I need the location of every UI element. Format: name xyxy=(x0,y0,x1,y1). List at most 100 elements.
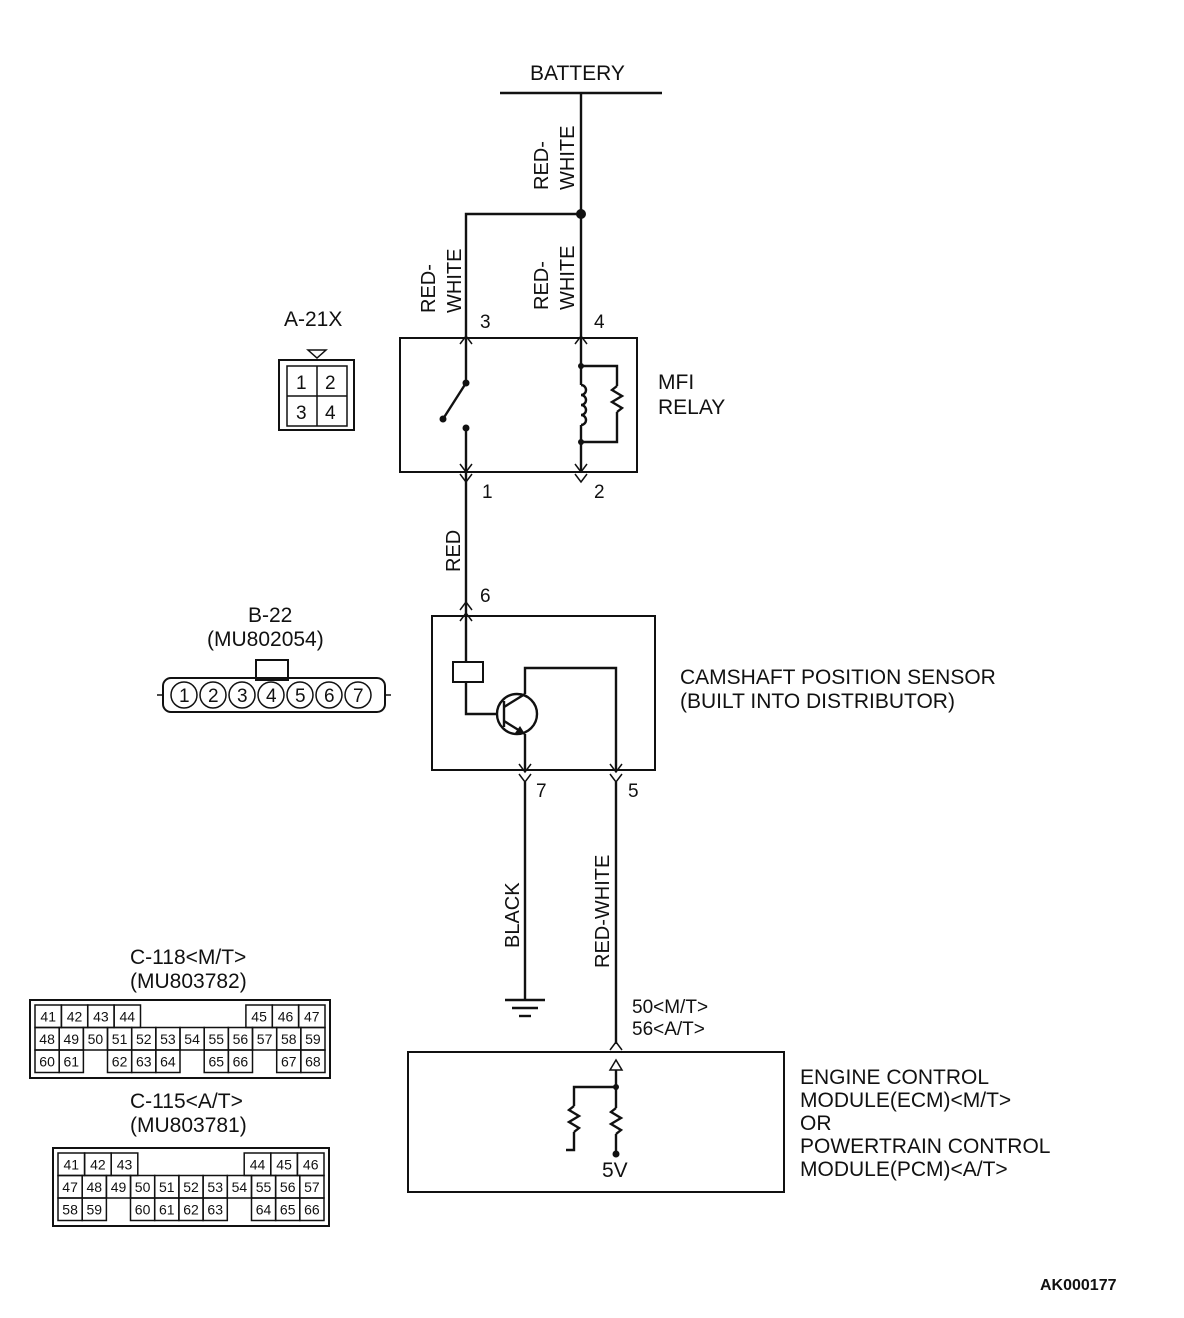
c115-pin-label: 63 xyxy=(207,1202,223,1218)
camshaft-sensor-label-2: (BUILT INTO DISTRIBUTOR) xyxy=(680,690,955,713)
wire-color-red: RED xyxy=(443,530,465,572)
c115-pin-label: 48 xyxy=(87,1179,103,1195)
relay-pin4-arrow xyxy=(574,334,588,345)
wire-color-battery-feed-1: RED- xyxy=(531,141,553,190)
camshaft-sensor-label-1: CAMSHAFT POSITION SENSOR xyxy=(680,666,996,689)
c118-pin-label: 67 xyxy=(281,1054,297,1070)
battery-label: BATTERY xyxy=(530,62,625,85)
c115-pin-label: 44 xyxy=(250,1157,266,1173)
c118-pin-cell xyxy=(300,1049,326,1074)
relay-node-dot xyxy=(578,439,584,445)
c115-pin-cell xyxy=(81,1197,108,1222)
a21x-connector-face xyxy=(278,359,355,431)
c118-pin-label: 54 xyxy=(184,1031,200,1047)
c115-connector-part: (MU803781) xyxy=(130,1114,247,1137)
c115-pin-label: 60 xyxy=(135,1202,151,1218)
ecm-resistor-icon xyxy=(566,1105,582,1133)
c118-connector-name: C-118<M/T> xyxy=(130,946,246,969)
mfi-relay-box xyxy=(399,337,638,473)
wire-color-relay-pin4-2: WHITE xyxy=(557,246,579,310)
a21x-pin: 3 xyxy=(296,403,307,424)
c118-pin-label: 47 xyxy=(304,1009,320,1025)
ecm-internal-wire xyxy=(572,1085,616,1106)
relay-pin3-wire xyxy=(464,212,581,338)
transistor-emitter-arrow xyxy=(515,726,525,734)
b22-connector-name: B-22 xyxy=(248,604,292,627)
relay-pin-1: 1 xyxy=(482,482,493,503)
c115-pin-label: 42 xyxy=(90,1157,106,1173)
c118-pin-label: 56 xyxy=(233,1031,249,1047)
ecm-box xyxy=(407,1051,785,1193)
relay-switch-blade xyxy=(441,382,468,420)
b22-pin: 2 xyxy=(208,686,219,707)
wire-color-relay-pin4-1: RED- xyxy=(531,261,553,310)
c118-pin-label: 57 xyxy=(257,1031,273,1047)
ecm-pin-mt: 50<M/T> xyxy=(632,997,708,1018)
c118-pin-label: 45 xyxy=(251,1009,267,1025)
c118-pin-label: 63 xyxy=(136,1054,152,1070)
wire-color-battery-feed-2: WHITE xyxy=(557,126,579,190)
c118-pin-label: 49 xyxy=(64,1031,80,1047)
b22-pin: 1 xyxy=(179,686,190,707)
relay-pin3-arrow xyxy=(459,334,473,345)
sensor-pin-7: 7 xyxy=(536,781,547,802)
b22-pin: 7 xyxy=(353,686,364,707)
relay-pin-4: 4 xyxy=(594,312,605,333)
ground-icon xyxy=(505,998,545,1018)
c118-outer xyxy=(29,999,331,1079)
relay-bypass-wire-2 xyxy=(581,412,619,444)
wire-color-relay-pin3-1: RED- xyxy=(418,264,440,313)
a21x-pin: 4 xyxy=(325,403,336,424)
camshaft-sensor-box xyxy=(431,615,656,771)
c115-pin-label: 50 xyxy=(135,1179,151,1195)
c118-pin-label: 46 xyxy=(278,1009,294,1025)
transistor-collector xyxy=(503,692,526,709)
wire-color-red-white: RED-WHITE xyxy=(592,855,614,968)
relay-bypass-wire xyxy=(581,364,619,386)
ecm-label-line: MODULE(ECM)<M/T> xyxy=(800,1089,1011,1112)
c118-pin-label: 59 xyxy=(305,1031,321,1047)
wire-color-relay-pin3-2: WHITE xyxy=(444,249,466,313)
a21x-pin: 1 xyxy=(296,373,307,394)
c115-outer xyxy=(52,1147,330,1227)
c115-pin-label: 66 xyxy=(304,1202,320,1218)
a21x-connector-name: A-21X xyxy=(284,308,342,331)
c115-pin-label: 62 xyxy=(183,1202,199,1218)
ecm-internal-wire xyxy=(566,1132,576,1152)
ecm-label: ENGINE CONTROL MODULE(ECM)<M/T> OR POWER… xyxy=(800,1066,1050,1181)
ecm-5v-node xyxy=(612,1150,620,1158)
c118-pin-label: 62 xyxy=(112,1054,128,1070)
c115-pin-label: 52 xyxy=(183,1179,199,1195)
c118-pin-label: 52 xyxy=(136,1031,152,1047)
c118-pin-label: 43 xyxy=(93,1009,109,1025)
sensor-pin-5: 5 xyxy=(628,781,639,802)
c115-pin-label: 55 xyxy=(256,1179,272,1195)
c118-pin-cell xyxy=(227,1049,254,1074)
relay-contact-2 xyxy=(439,415,447,423)
c115-pin-label: 51 xyxy=(159,1179,175,1195)
ecm-pullup-resistor-icon xyxy=(608,1107,624,1135)
ecm-pin-at: 56<A/T> xyxy=(632,1019,705,1040)
ecm-label-line: ENGINE CONTROL xyxy=(800,1066,989,1089)
c115-pin-label: 58 xyxy=(62,1202,78,1218)
c118-pin-cell xyxy=(155,1049,181,1074)
c115-pin-label: 57 xyxy=(304,1179,320,1195)
c115-pin-label: 54 xyxy=(232,1179,248,1195)
b22-connector-key xyxy=(255,659,289,681)
c118-pin-label: 64 xyxy=(160,1054,176,1070)
ecm-pin-arrow xyxy=(609,1040,623,1051)
relay-node-dot xyxy=(578,363,584,369)
c115-pin-cell xyxy=(202,1197,229,1222)
c115-pin-label: 61 xyxy=(159,1202,175,1218)
sensor-wire xyxy=(464,682,498,716)
b22-pin-row xyxy=(170,681,372,709)
c118-pin-label: 44 xyxy=(120,1009,136,1025)
transistor-icon xyxy=(495,692,539,736)
c118-pin-label: 65 xyxy=(209,1054,225,1070)
c118-pin-label: 41 xyxy=(40,1009,56,1025)
c118-pin-cell xyxy=(58,1049,85,1074)
c115-pin-label: 56 xyxy=(280,1179,296,1195)
ecm-5v-label: 5V xyxy=(602,1159,628,1182)
b22-pin: 4 xyxy=(266,686,277,707)
